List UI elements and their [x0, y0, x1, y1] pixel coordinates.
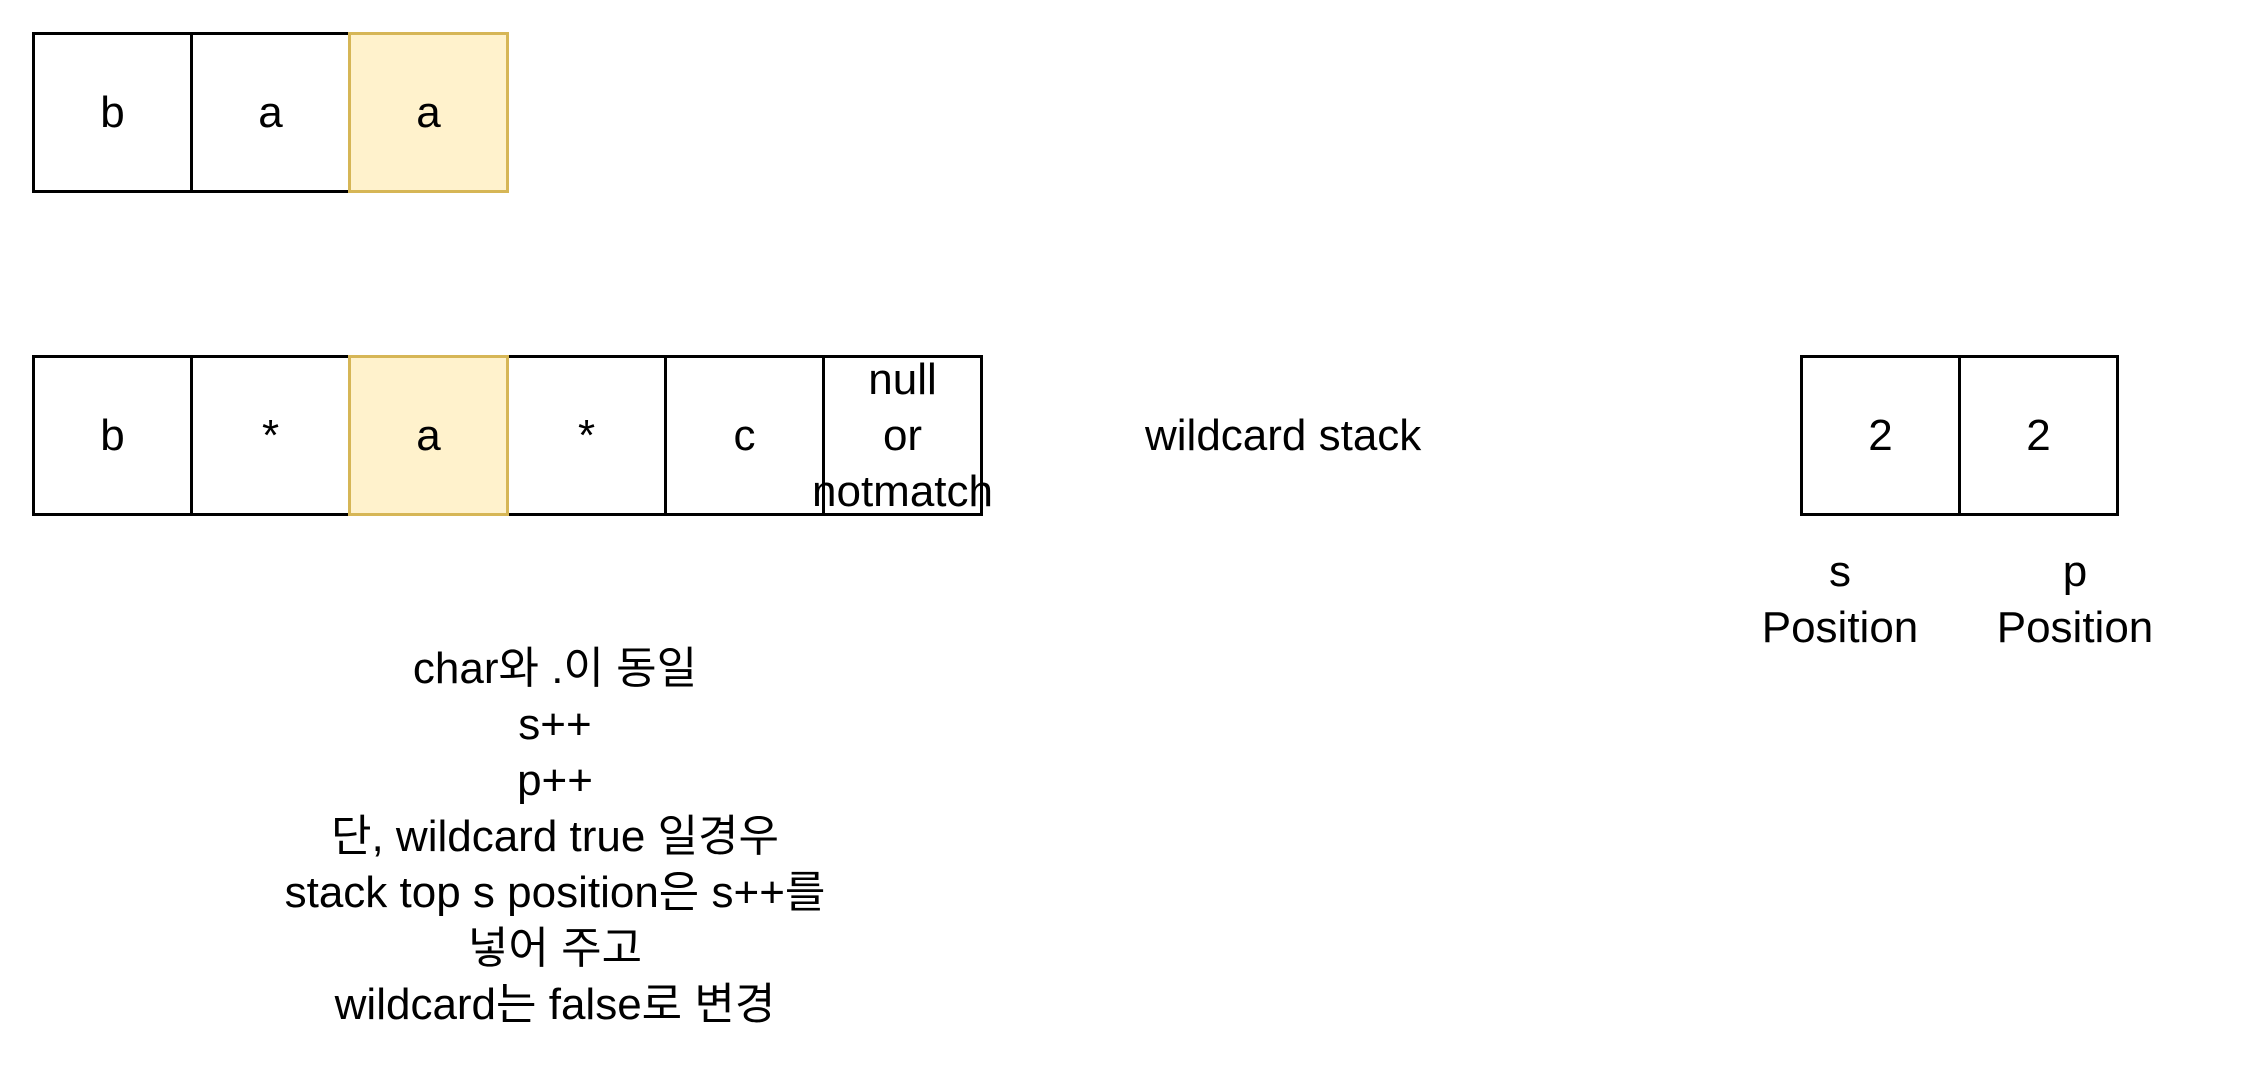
explanation-line: char와 .이 동일	[412, 644, 698, 693]
explanation-line: p++	[517, 756, 593, 805]
pattern-cell-4: c	[664, 355, 825, 516]
pattern-cell-2-current: a	[348, 355, 509, 516]
pattern-cell-3: *	[506, 355, 667, 516]
pattern-cell-1: *	[190, 355, 351, 516]
explanation-line: s++	[518, 700, 592, 749]
string-cell-2-current: a	[348, 32, 509, 193]
stack-p-position-cell: 2	[1958, 355, 2119, 516]
pattern-cell-0: b	[32, 355, 193, 516]
wildcard-stack: 2 2	[1800, 355, 2119, 516]
explanation-line: 단, wildcard true 일경우	[330, 812, 780, 861]
pattern-array: b * a * c null or notmatch	[32, 354, 993, 516]
wildcard-stack-label: wildcard stack	[1145, 411, 1422, 460]
explanation-line: 넣어 주고	[467, 924, 643, 973]
stack-s-position-cell: 2	[1800, 355, 1961, 516]
rule-explanation: char와 .이 동일 s++ p++ 단, wildcard true 일경우…	[180, 641, 930, 1033]
string-cell-1: a	[190, 32, 351, 193]
string-array: b a a	[32, 32, 509, 193]
p-position-label: p Position	[1996, 547, 2154, 652]
pattern-cell-5-end: null or notmatch	[812, 354, 993, 516]
explanation-line: wildcard는 false로 변경	[334, 980, 776, 1029]
s-position-label: s Position	[1761, 547, 1919, 652]
explanation-line: stack top s position은 s++를	[284, 868, 826, 917]
string-cell-0: b	[32, 32, 193, 193]
